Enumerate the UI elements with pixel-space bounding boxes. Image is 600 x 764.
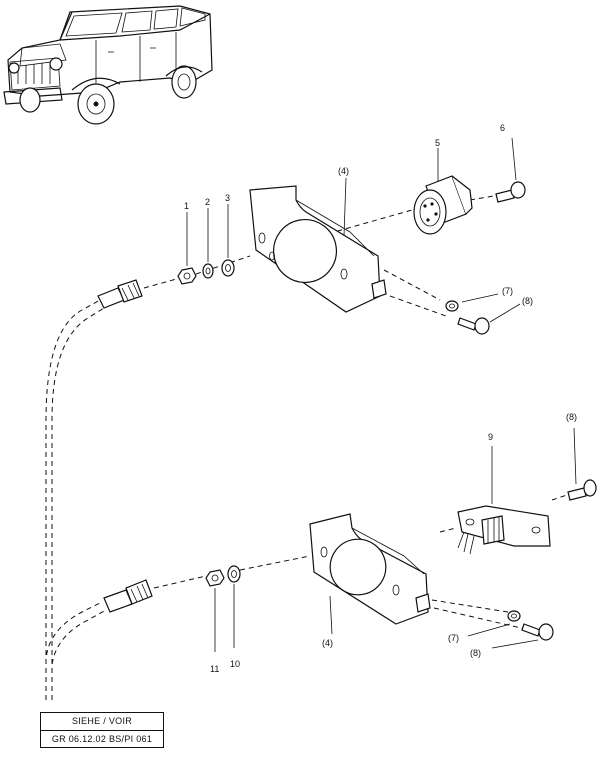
- bolt-8-lower: [521, 623, 554, 641]
- bolt-8-upper: [457, 317, 490, 335]
- nut-11: [205, 569, 225, 587]
- callout-8-top: (8): [522, 296, 533, 306]
- callout-7-top: (7): [502, 286, 513, 296]
- callout-5: 5: [435, 138, 440, 148]
- callout-8-right: (8): [566, 412, 577, 422]
- screw-part-6: [495, 181, 526, 203]
- upper-plug-connector: [97, 279, 143, 309]
- callout-7-bottom: (7): [448, 633, 459, 643]
- upper-mounting-bracket: [249, 185, 387, 313]
- nut-1: [177, 267, 197, 285]
- callout-2: 2: [205, 197, 210, 207]
- cross-reference-box: SIEHE / VOIR GR 06.12.02 BS/PI 061: [40, 712, 164, 748]
- washer-10: [227, 565, 241, 583]
- reference-code: GR 06.12.02 BS/PI 061: [41, 730, 163, 748]
- spring-washer-7-lower: [507, 610, 521, 622]
- sensor-part-9: [457, 505, 551, 555]
- callout-4-top: (4): [338, 166, 349, 176]
- callout-10: 10: [230, 659, 240, 669]
- lower-mounting-bracket: [309, 513, 431, 625]
- vehicle-illustration: [3, 5, 213, 125]
- washer-3: [221, 259, 235, 277]
- callout-11: 11: [210, 664, 219, 674]
- callout-4-bottom: (4): [322, 638, 333, 648]
- socket-part-5: [413, 175, 473, 235]
- reference-heading: SIEHE / VOIR: [71, 716, 133, 726]
- spring-washer-2: [202, 263, 214, 279]
- callout-9: 9: [488, 432, 493, 442]
- cable-harness: [45, 299, 107, 700]
- callout-1: 1: [184, 201, 189, 211]
- callout-labels: 1 2 3 (4) 5 6 (7) (8) (8) 9 (4) (7) (8) …: [184, 123, 577, 674]
- spring-washer-7-upper: [445, 300, 459, 312]
- callout-6: 6: [500, 123, 505, 133]
- lower-plug-connector: [103, 579, 153, 613]
- screw-8-right: [567, 479, 597, 501]
- callout-3: 3: [225, 193, 230, 203]
- callout-8-bottom: (8): [470, 648, 481, 658]
